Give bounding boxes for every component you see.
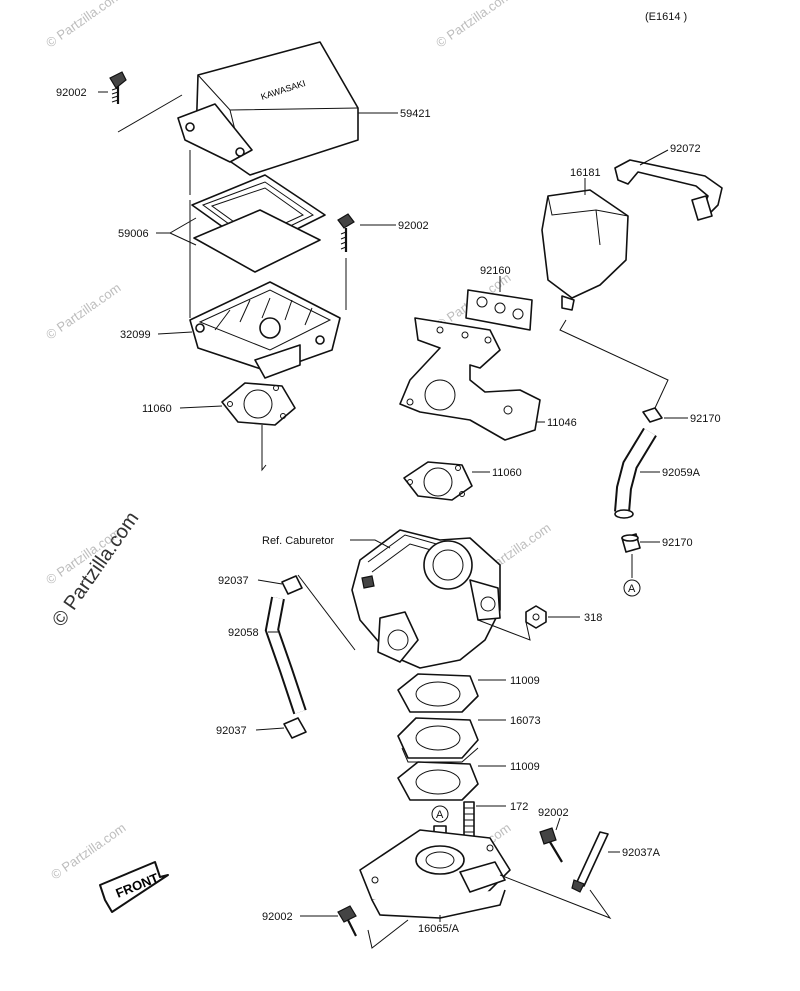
part-labels: 92002 59421 59006 92002 32099 11060 1618… (56, 87, 721, 935)
leader-lines (98, 91, 688, 922)
muffler-16181 (541, 189, 629, 311)
watermark: © Partzilla.com (48, 820, 128, 883)
bolt-92002-top (109, 71, 127, 104)
label-11009-top: 11009 (510, 675, 540, 687)
gasket-11009-bottom (397, 761, 479, 801)
plate-92160 (465, 289, 533, 331)
carb-bracket-11046 (399, 317, 541, 441)
filter-gasket-59006 (191, 174, 326, 273)
label-11060-mid: 11060 (492, 467, 522, 479)
label-16181: 16181 (570, 167, 601, 179)
watermark: © Partzilla.com (433, 0, 513, 50)
watermark: © Partzilla.com (43, 280, 123, 343)
label-92170-bottom: 92170 (662, 537, 693, 549)
label-16073: 16073 (510, 715, 541, 727)
label-92037A: 92037A (622, 847, 661, 859)
clamp-92170-top (642, 407, 663, 423)
stud-172 (463, 801, 475, 839)
carburetor (351, 529, 501, 669)
bolt-92002-right (539, 827, 563, 863)
label-92170-top: 92170 (690, 413, 721, 425)
gasket-11060-mid (403, 461, 473, 501)
clip-92037-top (281, 575, 303, 595)
air-box-cover: KAWASAKI (177, 41, 359, 176)
clip-92037-bottom (283, 717, 307, 739)
label-172: 172 (510, 801, 528, 813)
spacer-16073 (397, 717, 479, 763)
label-ref-carburetor: Ref. Caburetor (262, 535, 334, 547)
label-11046: 11046 (547, 417, 577, 429)
label-11009-bottom: 11009 (510, 761, 540, 773)
nut-318 (525, 605, 547, 629)
label-92072: 92072 (670, 143, 701, 155)
callout-A-label: A (436, 809, 444, 821)
label-92160: 92160 (480, 265, 511, 277)
label-32099: 32099 (120, 329, 151, 341)
label-92002-right: 92002 (538, 807, 569, 819)
label-92002-mid: 92002 (398, 220, 429, 232)
hose-92059A (614, 427, 657, 519)
front-arrow: FRONT (99, 861, 169, 913)
callout-A-label: A (628, 583, 636, 595)
callout-A-right: A (623, 554, 641, 597)
diagram-ref-code: (E1614 ) (645, 11, 687, 23)
bolt-92002-bottom (337, 905, 357, 937)
hose-92058 (264, 596, 307, 715)
rod-92037A (571, 831, 609, 893)
label-59421: 59421 (400, 108, 431, 120)
bolt-92002-mid (337, 213, 355, 310)
label-318: 318 (584, 612, 602, 624)
label-92037-bottom: 92037 (216, 725, 247, 737)
label-16065A: 16065/A (418, 923, 460, 935)
gasket-11009-top (397, 673, 479, 713)
label-92002-top: 92002 (56, 87, 87, 99)
label-92002-bottom: 92002 (262, 911, 293, 923)
clamp-92170-bottom (621, 533, 641, 553)
label-92037-top: 92037 (218, 575, 249, 587)
gasket-11060-left (221, 382, 296, 426)
label-92058: 92058 (228, 627, 259, 639)
intake-manifold-16065A (359, 829, 511, 919)
label-59006: 59006 (118, 228, 149, 240)
air-box-base-32099 (189, 281, 341, 379)
label-92059A: 92059A (662, 467, 701, 479)
label-11060-left: 11060 (142, 403, 172, 415)
strap-92072 (614, 159, 723, 221)
watermark: © Partzilla.com (43, 0, 123, 50)
